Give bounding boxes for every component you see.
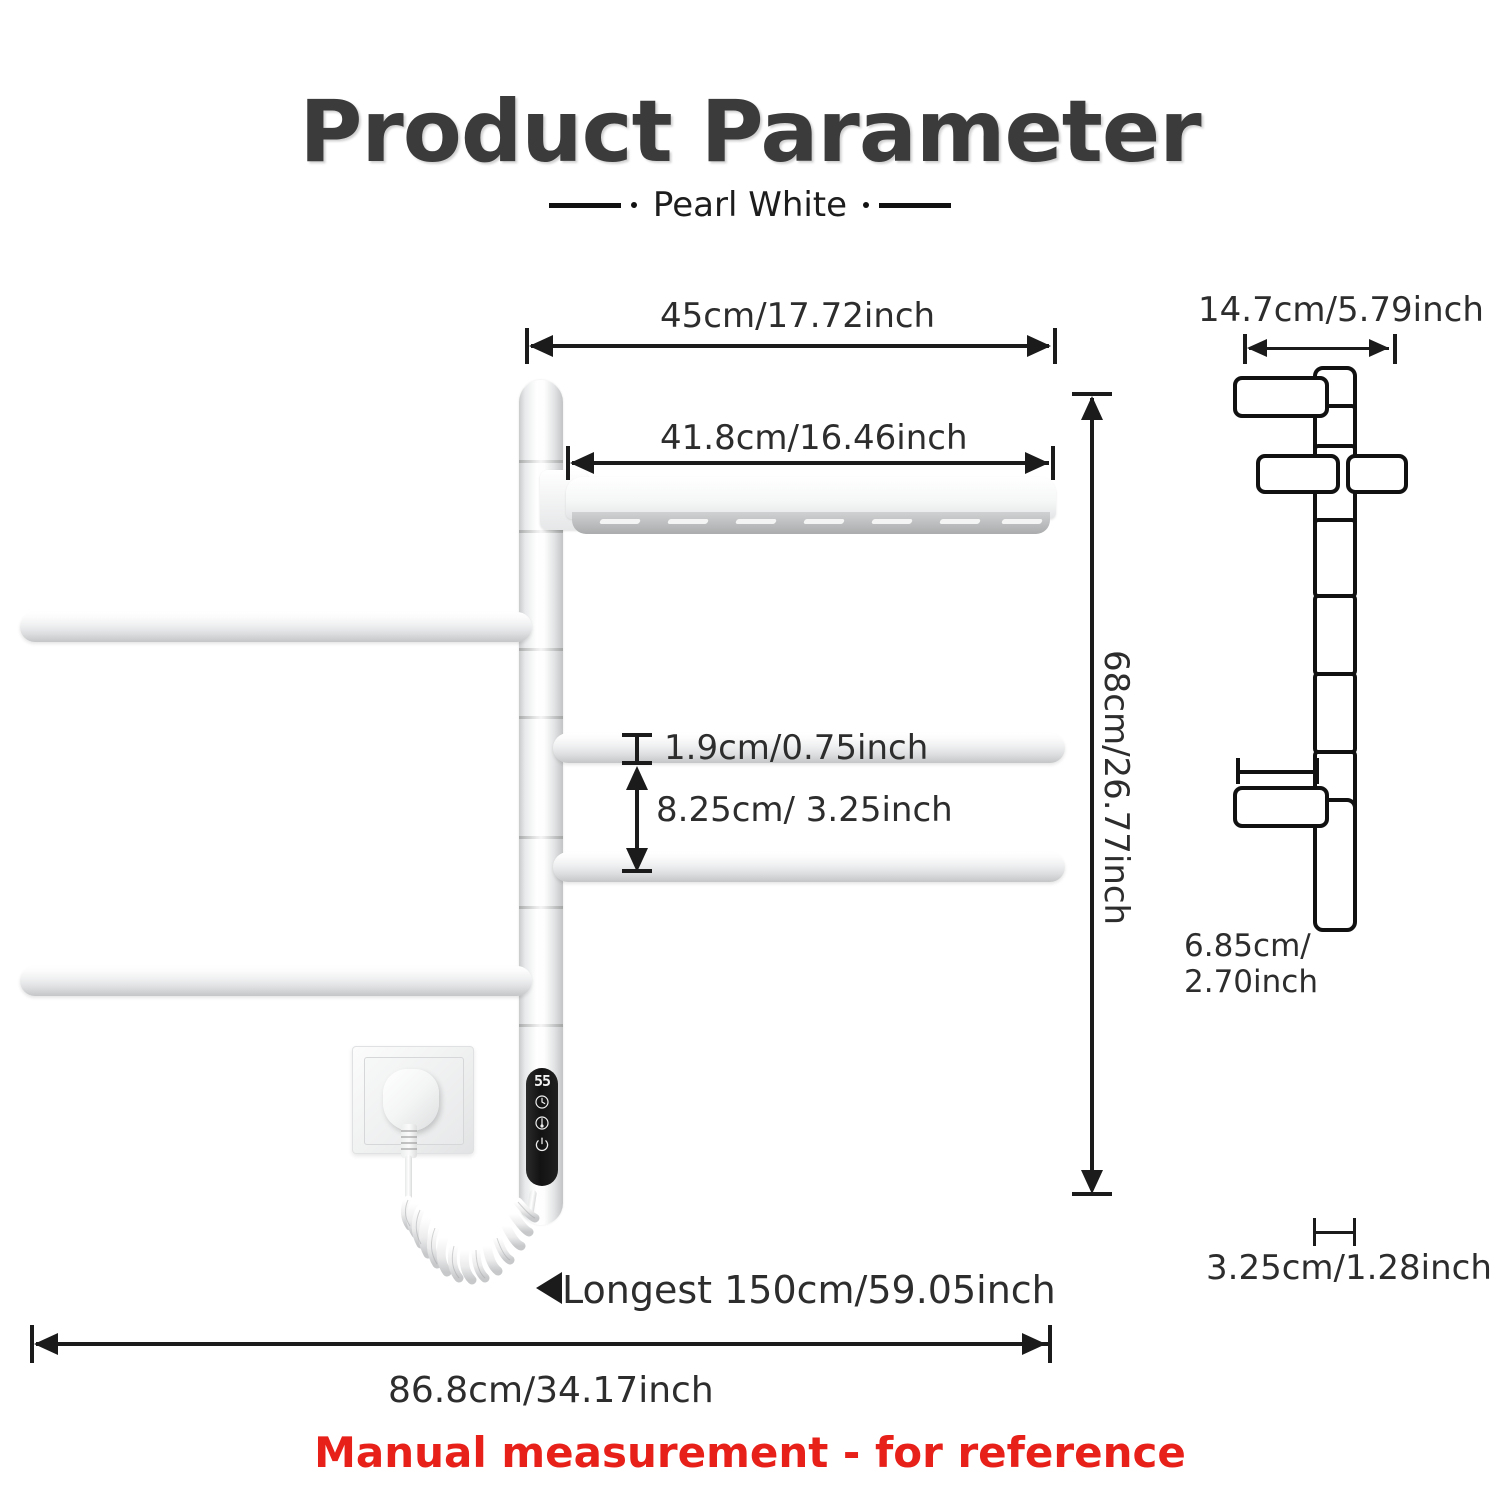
dimension-cord-length-label: Longest 150cm/59.05inch (562, 1268, 1056, 1312)
arrowhead-total-span-left (34, 1333, 58, 1355)
page-title: Product Parameter (299, 82, 1201, 182)
arrowhead-side-depth-right (1369, 339, 1389, 357)
arrowhead-shelf-width-right (1025, 452, 1049, 474)
shelf-tray-front-slots (572, 512, 1050, 534)
subtitle-dash-left (548, 202, 621, 208)
side-post-segment-8 (1313, 798, 1357, 932)
post-seam-2 (519, 530, 563, 533)
arrowhead-shelf-width-left (570, 452, 594, 474)
dimension-line-overall-height (1090, 398, 1094, 1190)
side-post-segment-6 (1313, 672, 1357, 754)
dimension-line-shelf-width (572, 461, 1049, 465)
arrowhead-total-span-right (1022, 1333, 1046, 1355)
subtitle-dot-right (863, 202, 870, 208)
dimension-post-width-label: 3.25cm/1.28inch (1206, 1248, 1492, 1288)
dimension-total-span-label: 86.8cm/34.17inch (388, 1370, 714, 1411)
power-plug (383, 1069, 439, 1131)
dimension-bar-thickness-label: 1.9cm/0.75inch (664, 728, 929, 768)
arrowhead-side-depth-left (1247, 339, 1267, 357)
tick-total-span-left (30, 1325, 34, 1363)
tick-shelf-width-right (1051, 446, 1055, 480)
subtitle-label: Pearl White (652, 185, 848, 225)
tick-overall-width-right (1053, 328, 1057, 364)
tick-bar-thickness-bottom (622, 761, 652, 765)
side-view-drawing (1233, 366, 1408, 932)
post-seam-5 (519, 836, 563, 839)
dimension-line-overall-width (531, 344, 1049, 348)
dimension-bar-spacing-label: 8.25cm/ 3.25inch (656, 790, 953, 830)
post-seam-4 (519, 716, 563, 719)
side-post-segment-5 (1313, 594, 1357, 676)
temperature-icon[interactable] (534, 1115, 550, 1131)
power-icon[interactable] (534, 1136, 550, 1152)
towel-bar-left-upper (20, 612, 532, 642)
panel-display-value: 55 (533, 1072, 551, 1090)
side-arm-lower-left (1233, 786, 1329, 828)
dimension-side-depth-top-label: 14.7cm/5.79inch (1198, 290, 1484, 330)
side-arm-upper-left (1233, 376, 1329, 418)
tick-side-depth-left (1243, 334, 1247, 364)
tick-side-depth-right (1393, 334, 1397, 364)
dimension-overall-height-label: 68cm/26.77inch (1096, 650, 1136, 926)
dimension-line-bar-thickness (635, 735, 639, 761)
arrowhead-cord-length (536, 1272, 562, 1304)
dimension-overall-width-label: 45cm/17.72inch (660, 296, 936, 336)
dimension-side-depth-bottom-label-line2: 2.70inch (1184, 964, 1318, 1000)
footnote-disclaimer: Manual measurement - for reference (314, 1428, 1186, 1477)
tick-shelf-width-left (566, 446, 570, 480)
side-arm-mid-right (1346, 454, 1408, 494)
tick-overall-width-left (525, 328, 529, 364)
dimension-shelf-width-label: 41.8cm/16.46inch (660, 418, 968, 458)
coiled-power-cord (400, 1195, 540, 1285)
post-seam-3 (519, 648, 563, 651)
side-arm-mid-left (1256, 454, 1340, 494)
tick-overall-height-top (1072, 392, 1112, 396)
timer-icon[interactable] (534, 1094, 550, 1110)
control-panel[interactable]: 55 (526, 1068, 558, 1186)
dimension-side-depth-bottom-label-line1: 6.85cm/ (1184, 928, 1311, 964)
subtitle-row: Pearl White (0, 185, 1500, 225)
post-seam-1 (519, 460, 563, 463)
tick-bar-spacing-bottom (622, 869, 652, 873)
dimension-line-post-width (1313, 1231, 1356, 1234)
cord-upper-left (405, 1155, 412, 1207)
arrowhead-overall-height-top (1081, 396, 1103, 420)
dimension-line-side-depth-bottom (1236, 758, 1319, 784)
arrowhead-overall-width-right (1027, 335, 1051, 357)
subtitle-dash-right (879, 202, 952, 208)
post-seam-7 (519, 1024, 563, 1027)
arrowhead-bar-spacing-top (626, 766, 648, 790)
tick-overall-height-bottom (1072, 1192, 1112, 1196)
post-seam-6 (519, 906, 563, 909)
dimension-line-total-span (36, 1342, 1048, 1346)
arrowhead-overall-height-bottom (1081, 1170, 1103, 1194)
arrowhead-overall-width-left (529, 335, 553, 357)
dimension-line-side-depth (1249, 347, 1389, 350)
subtitle-dot-left (630, 202, 637, 208)
tick-total-span-right (1048, 1325, 1052, 1363)
arrowhead-bar-spacing-bottom (626, 848, 648, 872)
towel-bar-left-lower (20, 966, 532, 996)
side-post-segment-4 (1313, 518, 1357, 598)
dimension-line-bar-spacing (635, 772, 639, 866)
